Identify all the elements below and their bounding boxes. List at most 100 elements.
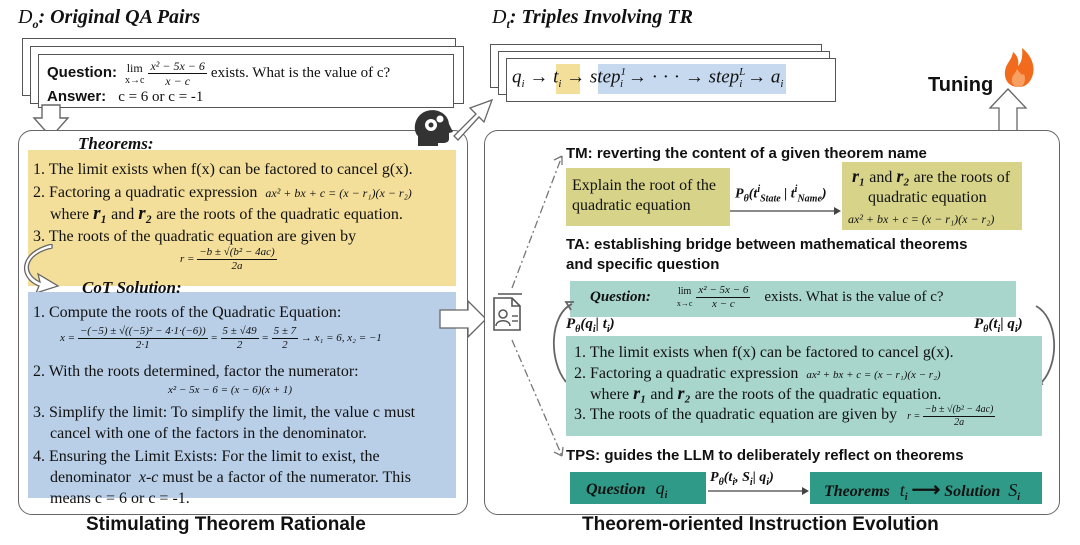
tps-s-sub: i <box>749 476 753 488</box>
pl-close: ) <box>609 316 615 332</box>
cot-step-1: 1. Compute the roots of the Quadratic Eq… <box>33 304 342 321</box>
tm-right-text-1: are the roots of <box>913 169 1011 186</box>
tps-solution-label: Solution <box>944 483 1001 500</box>
script-d-symbol-2: D <box>492 6 507 28</box>
p-q-given-t: Pθ(qi| ti) <box>566 316 615 336</box>
x-minus-c: x-c <box>138 469 159 486</box>
document-user-icon <box>493 293 522 331</box>
chain-t: t <box>553 66 559 88</box>
tm-right-line-2: quadratic equation <box>868 189 987 206</box>
roots-text: are the roots of the quadratic equation. <box>156 206 403 223</box>
tuning-label: Tuning <box>928 74 994 96</box>
tm-theta: θ <box>743 193 749 205</box>
pr-theta: θ <box>983 324 989 335</box>
pr-q: | q <box>1000 316 1015 332</box>
factor-text: must be a factor of the numerator. This <box>162 469 411 486</box>
cot-eq-lhs: x = <box>60 332 76 345</box>
pr-close: ) <box>1017 316 1023 332</box>
pl-p: P <box>566 316 576 332</box>
ta-theorem-2-cont: where r₁ and r₂ are the roots of the qua… <box>590 383 941 405</box>
cot-step-4a: 4. Ensuring the Limit Exists: For the li… <box>33 448 380 465</box>
tps-question-line: Question qi <box>586 478 667 502</box>
script-d-subscript: o <box>32 17 39 31</box>
ta-root-den: 2a <box>954 417 965 428</box>
lim-sub: x→c <box>125 74 145 86</box>
theorems-title: Theorems: <box>78 134 154 153</box>
ta-question-text: exists. What is the value of c? <box>764 289 944 306</box>
tps-question-box <box>570 472 706 504</box>
down-arrow-icon <box>32 104 70 138</box>
tm-and: and <box>869 169 893 186</box>
theorem-2-line: 2. Factoring a quadratic expression ax² … <box>33 183 412 203</box>
question-text: exists. What is the value of c? <box>210 65 391 82</box>
tm-arrow-icon <box>730 207 841 215</box>
ta-root-num: −b ± √(b² − 4ac) <box>922 404 996 417</box>
tm-name-sub: Name <box>797 193 822 205</box>
script-d-subscript-2: t <box>506 17 510 31</box>
tps-t: (t <box>723 470 733 485</box>
tps-s: , S <box>735 470 750 485</box>
tm-left-box <box>566 168 730 226</box>
lim-text: lim <box>126 60 143 75</box>
theorem-3: 3. The roots of the quadratic equation a… <box>33 228 357 245</box>
chain-step-highlight <box>598 64 786 94</box>
tps-arrow-icon <box>708 487 809 495</box>
tm-t: (t <box>748 186 758 202</box>
cot-eq-frac-1: −(−5) ± √((−5)² − 4·1·(−6))2·1 <box>77 325 208 352</box>
theorem-2-cont: where r₁ and r₂ are the roots of the qua… <box>50 204 403 225</box>
tm-left-text: Explain the root of the quadratic equati… <box>572 177 716 214</box>
left-curved-arrow-icon <box>553 301 574 383</box>
pl-q-sub: i <box>592 324 596 335</box>
chain-step-l: step <box>708 66 740 88</box>
ta-lim-text: lim <box>677 285 692 297</box>
triples-label: : Triples Involving TR <box>509 6 693 28</box>
dash-dot-connectors <box>511 155 564 457</box>
chain-step-1-sub: i <box>620 78 624 91</box>
cot-title: CoT Solution: <box>82 278 182 297</box>
ta-root-formula: r = −b ± √(b² − 4ac)2a <box>907 404 996 428</box>
pr-q-sub: i <box>1014 324 1018 335</box>
tm-r2: r₂ <box>896 166 910 186</box>
fire-icon <box>1004 48 1034 87</box>
chain-step-1-sup: 1 <box>620 66 627 78</box>
script-d-symbol: D <box>18 6 33 28</box>
tm-quad-expression: ax² + bx + c = (x − r₁)(x − r₂) <box>848 212 995 226</box>
cot-step-2: 2. With the roots determined, factor the… <box>33 363 359 380</box>
ta-quad-expression: ax² + bx + c = (x − r₁)(x − r₂) <box>806 369 941 381</box>
tps-t-symbol: t <box>899 480 905 500</box>
ta-theorem-3-text: 3. The roots of the quadratic equation a… <box>574 405 898 423</box>
tps-t-sub: i <box>732 476 736 488</box>
cot-step-4b: denominator x-c must be a factor of the … <box>50 468 411 488</box>
right-arrow-icon <box>439 299 487 339</box>
ta-r2: r₂ <box>677 383 691 403</box>
tps-q-sub: i <box>664 490 668 502</box>
robot-head-icon <box>414 110 453 146</box>
root-formula-den: 2a <box>231 260 243 272</box>
cot-equation: x = −(−5) ± √((−5)² − 4·1·(−6))2·1 = 5 ±… <box>60 325 382 352</box>
tps-probability: Pθ(ti, Si| qi) <box>710 470 774 489</box>
cot-eq-num-2: 5 ± √49 <box>220 325 259 339</box>
tps-p: P <box>710 470 719 485</box>
pl-t-sub: i <box>606 324 610 335</box>
ta-question-den: x − c <box>712 298 735 310</box>
tm-p: P <box>735 186 744 202</box>
where-text: where <box>50 206 90 223</box>
tps-close: ) <box>769 470 774 485</box>
chain-step-l-sub: i <box>739 78 743 91</box>
pr-t: (t <box>988 316 998 332</box>
root-formula-lhs: r = <box>180 253 195 266</box>
chain-a-sub: i <box>780 78 784 91</box>
and-text: and <box>111 206 135 223</box>
tm-t-sup: i <box>757 184 761 195</box>
tps-s-symbol-sub: i <box>1017 492 1021 504</box>
cot-step-4c: means c = 6 or c = -1. <box>50 490 190 507</box>
cot-eq-den-2: 2 <box>236 339 243 351</box>
tm-t-sup-2: i <box>794 184 798 195</box>
tps-q-sub-2: i <box>766 476 770 488</box>
arrow-1: → <box>529 66 549 88</box>
